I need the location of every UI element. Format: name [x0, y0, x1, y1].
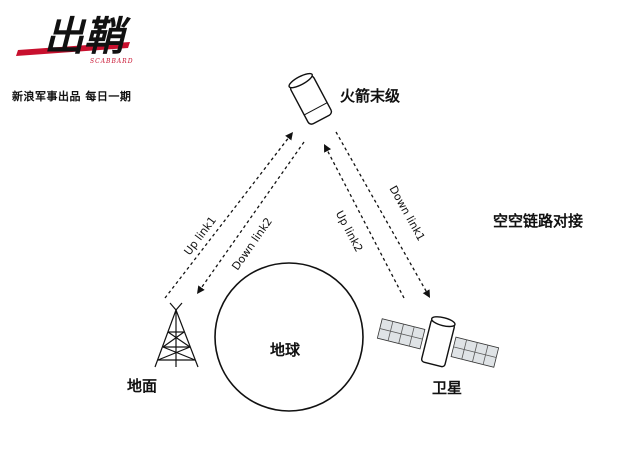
ground-label: 地面 [127, 377, 158, 395]
logo-text: 出鞘 [44, 14, 131, 60]
up-link1-arrow [164, 131, 294, 299]
antenna-tower-icon [154, 302, 199, 368]
earth-label: 地球 [270, 341, 301, 359]
earth-circle [214, 262, 364, 412]
up-link2-label: Up link2 [333, 208, 366, 254]
logo-red-stroke [16, 42, 130, 56]
tagline: 新浪军事出品 每日一期 [12, 90, 132, 103]
scabbard-logo: 出鞘 [16, 14, 131, 60]
down-link1-label: Down link1 [387, 183, 428, 243]
up-link2-arrow [323, 143, 405, 299]
down-link1-arrow [335, 131, 431, 299]
diagram-title: 空空链路对接 [493, 212, 584, 230]
rocket-stage-icon [288, 72, 333, 125]
down-link2-label: Down link2 [229, 215, 275, 273]
logo-subtitle: SCABBARD [90, 58, 134, 65]
satellite-label: 卫星 [432, 379, 463, 397]
down-link2-arrow [196, 141, 305, 295]
rocket-stage-label: 火箭末级 [340, 87, 401, 105]
satellite-icon [376, 316, 500, 368]
